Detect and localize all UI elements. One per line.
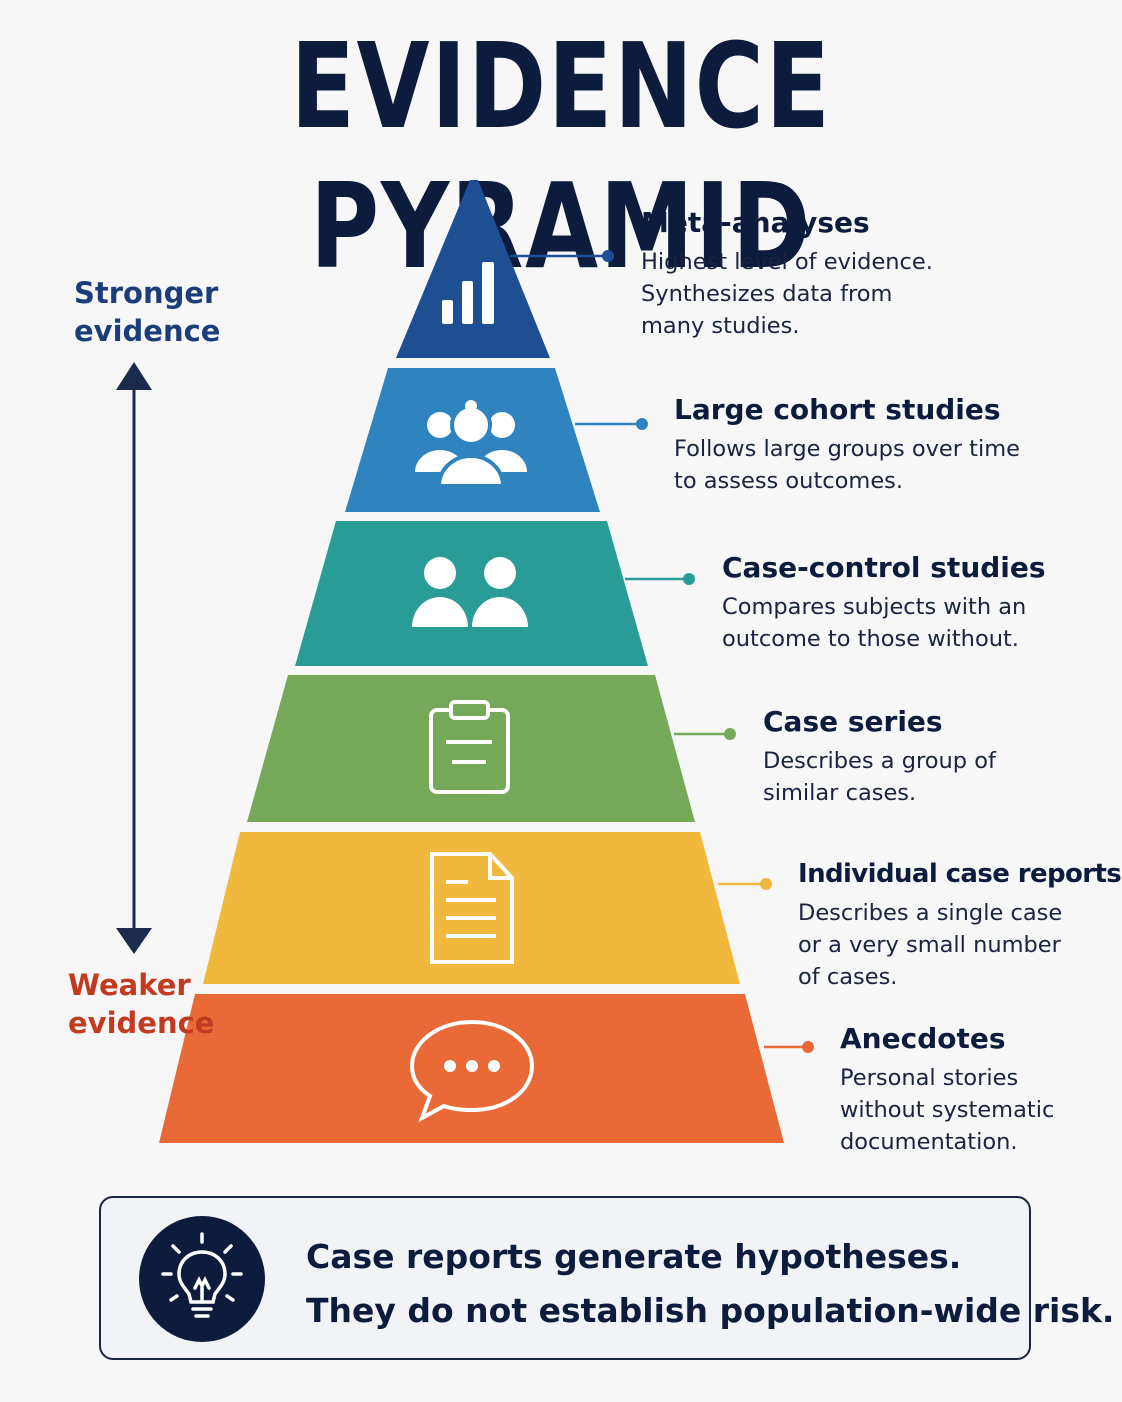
- tier-title: Large cohort studies: [674, 393, 1001, 426]
- group-icon: [415, 400, 527, 488]
- tier-description: Compares subjects with an outcome to tho…: [722, 594, 1027, 652]
- callout-line-2: They do not establish population-wide ri…: [306, 1291, 1115, 1330]
- document-icon: [430, 852, 514, 964]
- tier-description: Describes a group of similar cases.: [763, 748, 996, 806]
- tier-case-reports: [203, 832, 740, 984]
- tier-text-case-reports: Individual case reports Describes a sing…: [798, 855, 1122, 993]
- tier-title: Case-control studies: [722, 551, 1046, 584]
- tier-title: Case series: [763, 705, 943, 738]
- tier-text-anecdotes: Anecdotes Personal stories without syste…: [840, 1020, 1122, 1158]
- stronger-evidence-label: Stronger evidence: [74, 276, 221, 348]
- clipboard-icon: [429, 700, 510, 794]
- strength-arrow: [116, 362, 152, 954]
- weaker-evidence-label: Weaker evidence: [68, 968, 215, 1040]
- tier-description: Follows large groups over time to assess…: [674, 436, 1021, 494]
- connector-case-series: [674, 728, 736, 740]
- tier-text-meta-analyses: Meta-analyses Highest level of evidence.…: [641, 204, 971, 342]
- tier-case-series: [247, 675, 695, 822]
- tier-description: Describes a single case or a very small …: [798, 900, 1063, 990]
- tier-description: Personal stories without systematic docu…: [840, 1065, 1055, 1155]
- tier-title: Individual case reports: [798, 859, 1122, 889]
- tier-title: Meta-analyses: [641, 206, 870, 239]
- speech-bubble-icon: [409, 1019, 535, 1123]
- tier-text-case-control: Case-control studies Compares subjects w…: [722, 549, 1052, 655]
- tier-title: Anecdotes: [840, 1022, 1006, 1055]
- two-people-icon: [412, 557, 528, 627]
- page-title: EVIDENCE PYRAMID: [290, 17, 832, 295]
- connector-meta: [510, 250, 614, 262]
- connector-case-reports: [718, 878, 772, 890]
- lightbulb-icon: [139, 1216, 265, 1342]
- connector-anecdotes: [764, 1041, 814, 1053]
- tier-meta-analyses: [396, 180, 550, 358]
- callout-line-1: Case reports generate hypotheses.: [306, 1237, 962, 1276]
- tier-description: Highest level of evidence. Synthesizes d…: [641, 249, 933, 339]
- connector-case-control: [625, 573, 695, 585]
- bar-chart-icon: [442, 262, 494, 324]
- tier-text-case-series: Case series Describes a group of similar…: [763, 703, 1093, 809]
- tier-text-large-cohort: Large cohort studies Follows large group…: [674, 391, 1020, 497]
- callout-text: Case reports generate hypotheses. They d…: [306, 1230, 1114, 1338]
- takeaway-callout: Case reports generate hypotheses. They d…: [99, 1196, 1114, 1360]
- connector-cohort: [575, 418, 648, 430]
- tier-case-control: [295, 521, 648, 666]
